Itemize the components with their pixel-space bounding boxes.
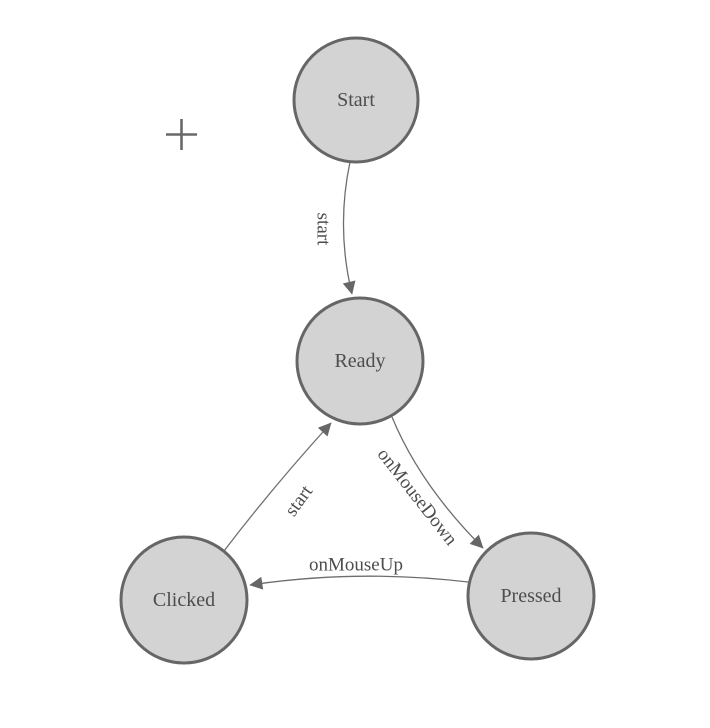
edge-label-pressed-to-clicked: onMouseUp	[309, 555, 403, 576]
node-ready[interactable]: Ready	[295, 296, 425, 426]
node-clicked-circle	[119, 535, 249, 665]
plus-icon[interactable]	[166, 119, 197, 150]
node-clicked[interactable]: Clicked	[119, 535, 249, 665]
node-pressed-label: Pressed	[500, 585, 561, 607]
node-start-label: Start	[337, 89, 375, 111]
node-clicked-label: Clicked	[153, 589, 215, 611]
node-ready-label: Ready	[334, 350, 385, 372]
node-ready-circle	[295, 296, 425, 426]
edge-label-start-to-ready: start	[313, 213, 334, 246]
edge-pressed-to-clicked[interactable]	[249, 575, 469, 590]
node-start-circle	[292, 36, 420, 164]
edge-clicked-to-ready[interactable]	[223, 422, 332, 552]
edge-label-clicked-to-ready: start	[281, 481, 318, 520]
node-pressed[interactable]: Pressed	[466, 531, 596, 661]
edge-label-ready-to-pressed: onMouseDown	[373, 444, 462, 550]
node-start[interactable]: Start	[292, 36, 420, 164]
edge-ready-to-pressed[interactable]	[391, 416, 484, 549]
edge-start-to-ready[interactable]	[342, 161, 356, 295]
node-pressed-circle	[466, 531, 596, 661]
